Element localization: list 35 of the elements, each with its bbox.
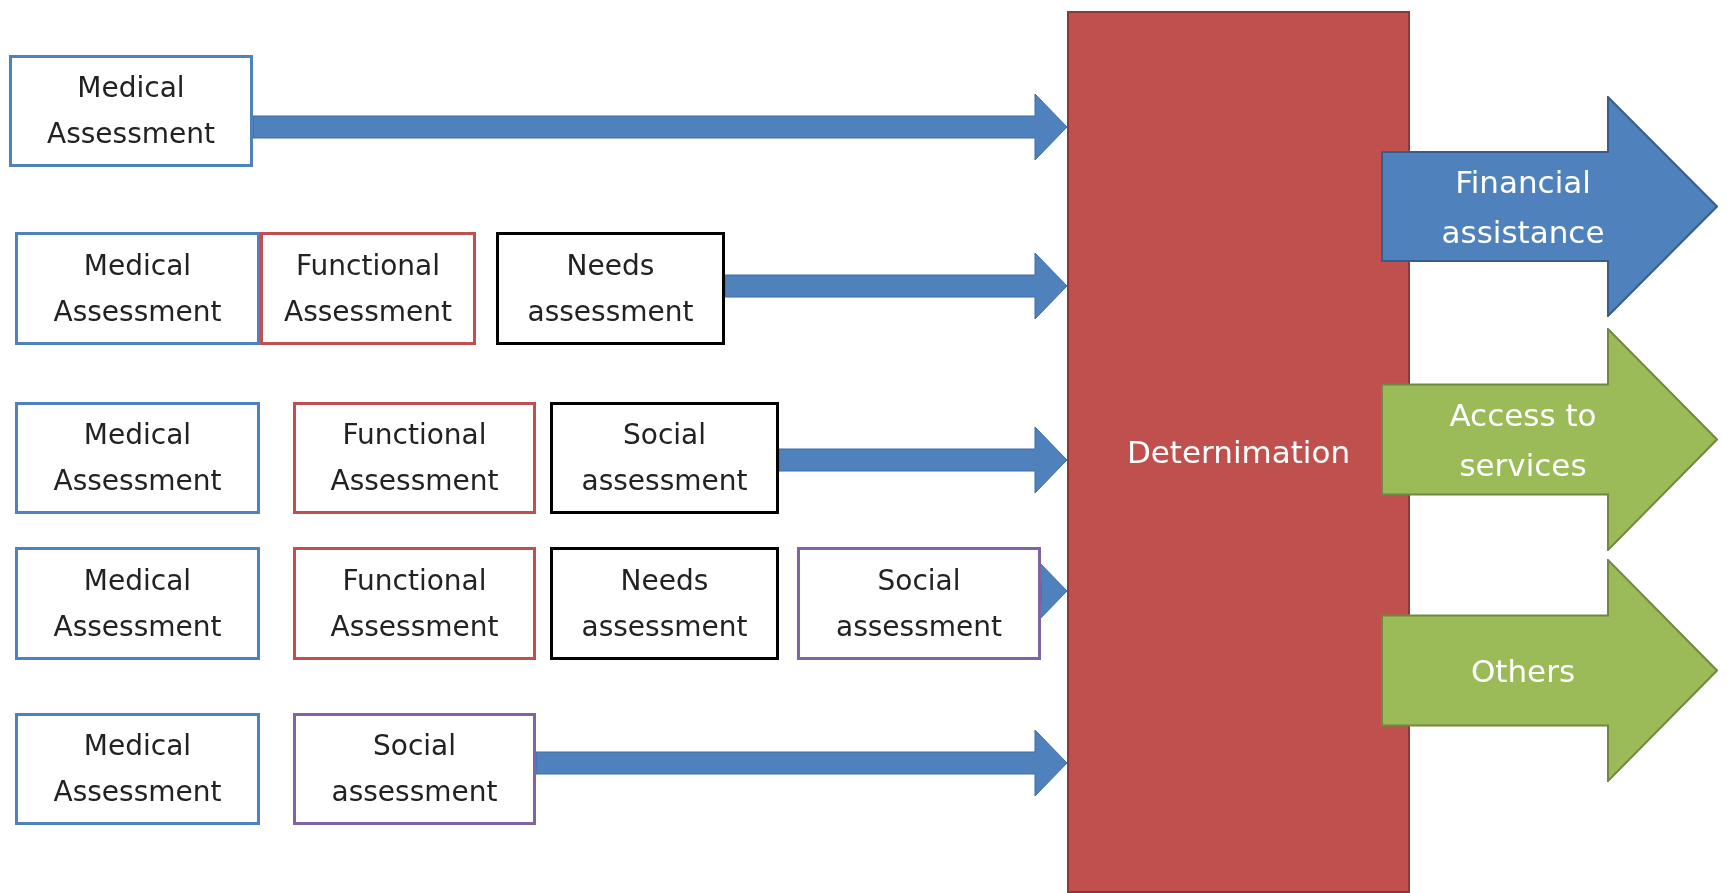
determination-bar xyxy=(1067,11,1410,893)
box-label: Functional Assessment xyxy=(283,247,453,330)
block-arrow xyxy=(778,426,1068,494)
assessment-box xyxy=(260,232,476,345)
box-label: Medical Assessment xyxy=(52,728,223,810)
assessment-box xyxy=(15,713,260,825)
box-label: Medical Assessment xyxy=(52,247,223,330)
assessment-box xyxy=(15,547,260,660)
box-label: Functional Assessment xyxy=(329,417,500,499)
block-arrow xyxy=(535,729,1068,797)
box-label: Social assessment xyxy=(835,562,1003,645)
assessment-box xyxy=(9,55,253,167)
assessment-box xyxy=(550,547,779,660)
box-label: Needs assessment xyxy=(580,562,749,645)
arrow-label: Financial assistance xyxy=(1440,162,1606,252)
assessment-box xyxy=(797,547,1041,660)
box-label: Medical Assessment xyxy=(46,70,216,152)
box-label: Social assessment xyxy=(330,728,499,810)
block-arrow xyxy=(252,93,1068,161)
box-label: Needs assessment xyxy=(526,247,695,330)
assessment-box xyxy=(293,547,536,660)
arrow-label: Others xyxy=(1470,651,1576,691)
assessment-box xyxy=(15,402,260,514)
block-arrow xyxy=(724,252,1068,320)
bar-label: Deternimation xyxy=(1126,434,1351,470)
assessment-box xyxy=(293,713,536,825)
box-label: Functional Assessment xyxy=(329,562,500,645)
assessment-box xyxy=(15,232,260,345)
box-label: Medical Assessment xyxy=(52,562,223,645)
box-label: Medical Assessment xyxy=(52,417,223,499)
arrow-label: Access to services xyxy=(1448,395,1598,485)
box-label: Social assessment xyxy=(580,417,749,499)
assessment-box xyxy=(550,402,779,514)
assessment-box xyxy=(293,402,536,514)
assessment-box xyxy=(496,232,725,345)
